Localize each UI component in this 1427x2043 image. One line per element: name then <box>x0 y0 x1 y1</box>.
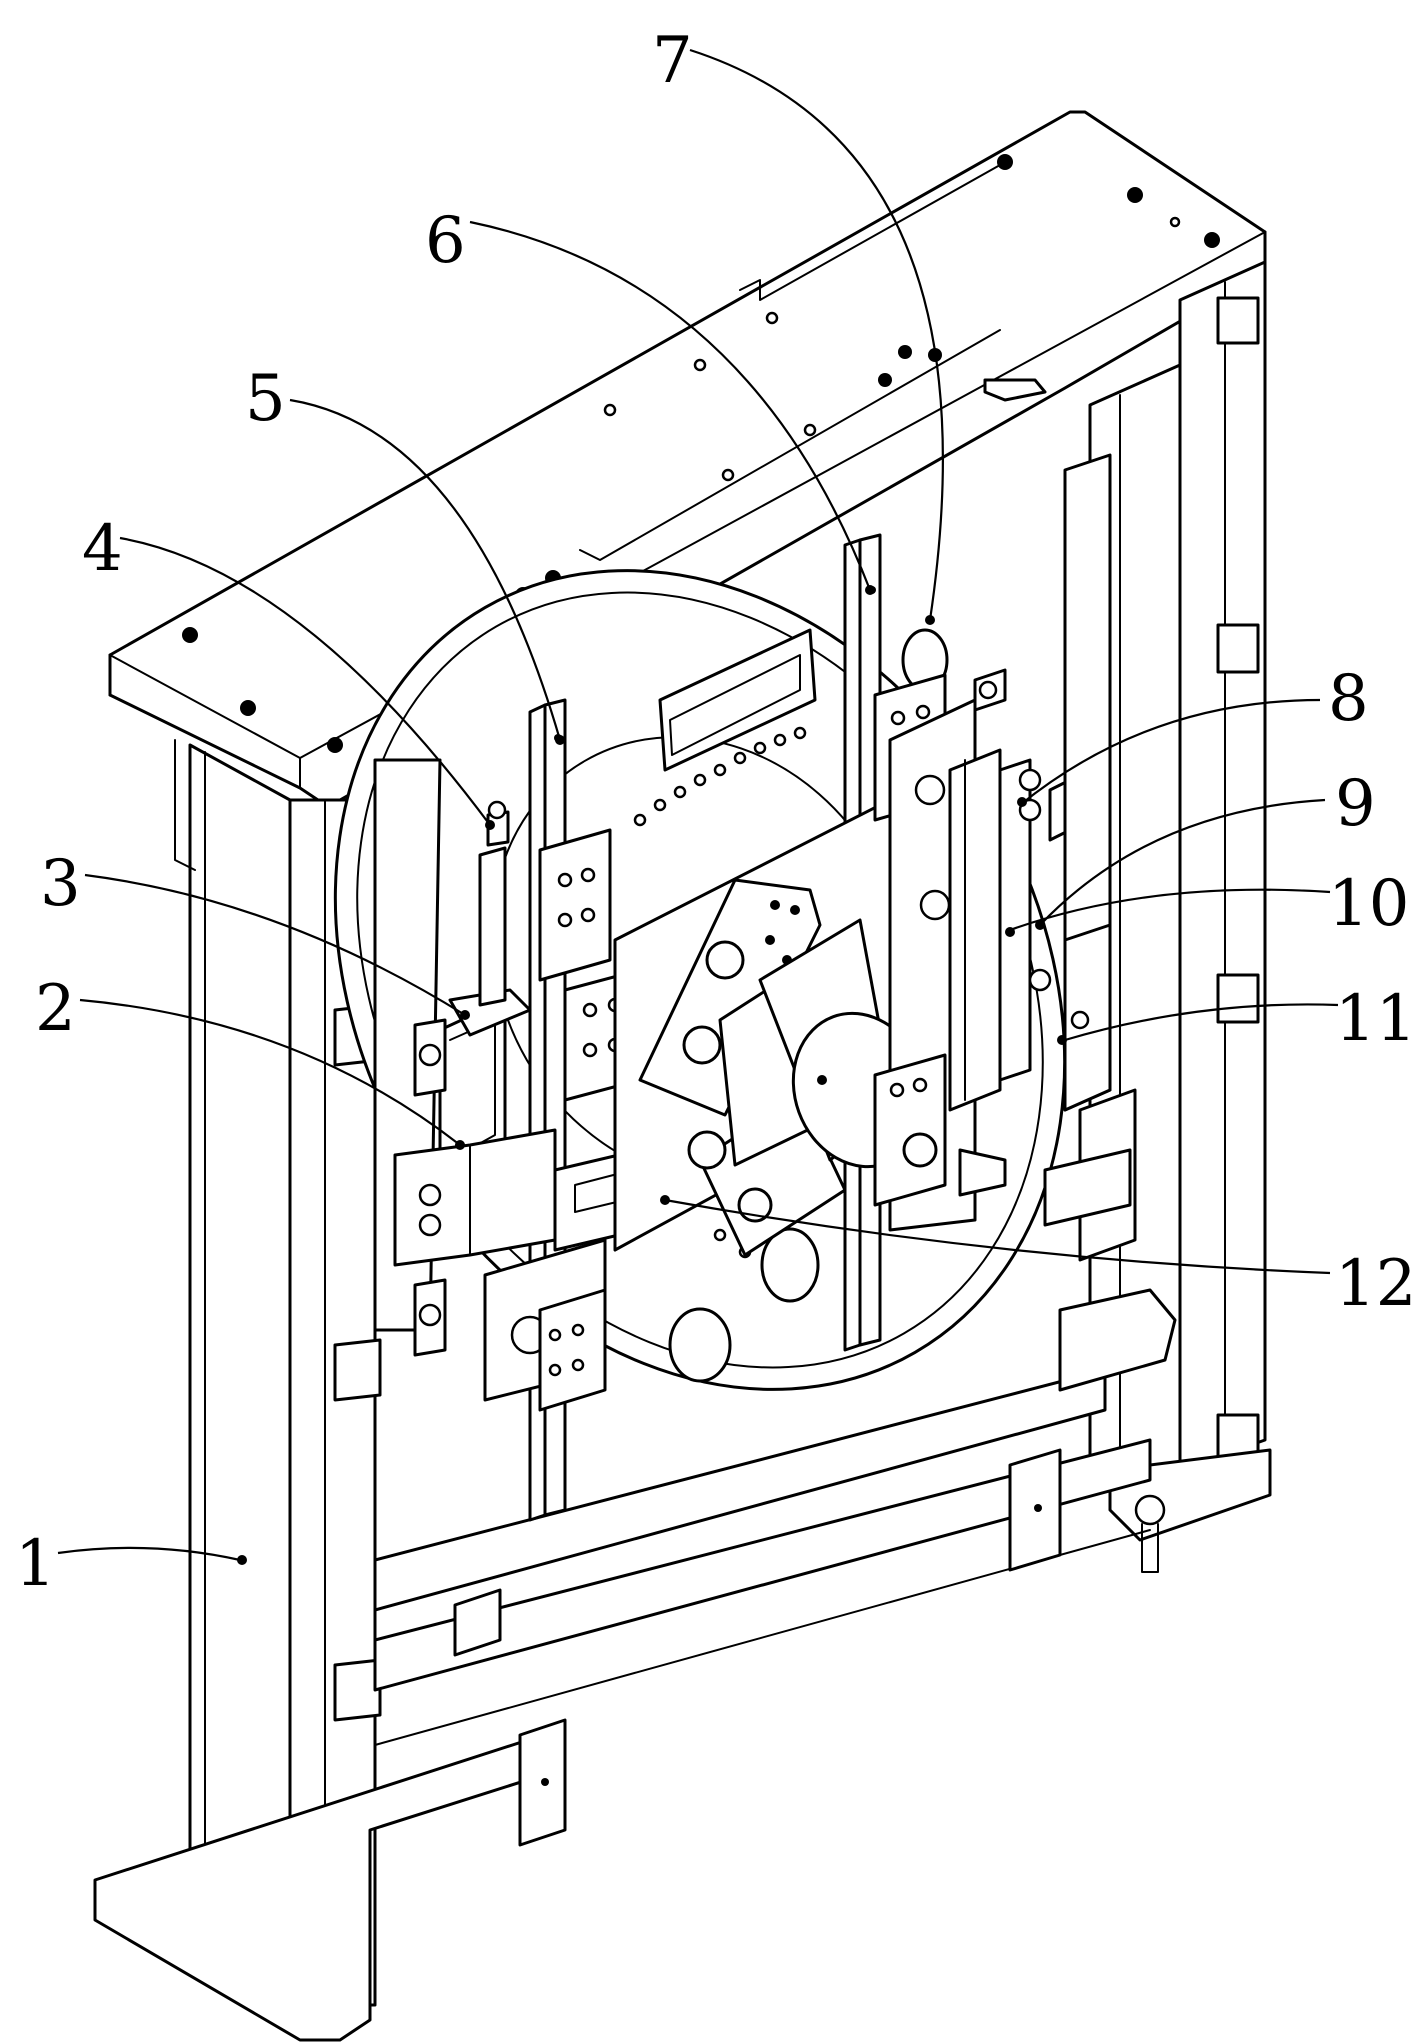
callout-numbers: 1 2 3 4 5 6 7 8 9 10 11 12 <box>15 24 1416 1601</box>
center-plate-motor <box>613 798 929 1257</box>
right-column <box>1088 260 1272 1573</box>
callout-9: 9 <box>1335 767 1376 841</box>
callout-4: 4 <box>82 512 123 586</box>
callout-5: 5 <box>245 362 286 436</box>
callout-3: 3 <box>40 847 81 921</box>
base-frame <box>93 1288 1177 2042</box>
callout-8: 8 <box>1328 662 1369 736</box>
callout-2: 2 <box>35 972 76 1046</box>
callout-10: 10 <box>1328 867 1409 941</box>
callout-6: 6 <box>425 204 466 278</box>
callout-12: 12 <box>1335 1247 1416 1321</box>
right-slide-assembly <box>873 453 1137 1262</box>
callout-1: 1 <box>15 1527 56 1601</box>
left-slide-assembly <box>393 800 642 1412</box>
callout-7: 7 <box>652 24 693 98</box>
callout-11: 11 <box>1335 982 1416 1056</box>
leader-lines <box>57 48 1339 1565</box>
